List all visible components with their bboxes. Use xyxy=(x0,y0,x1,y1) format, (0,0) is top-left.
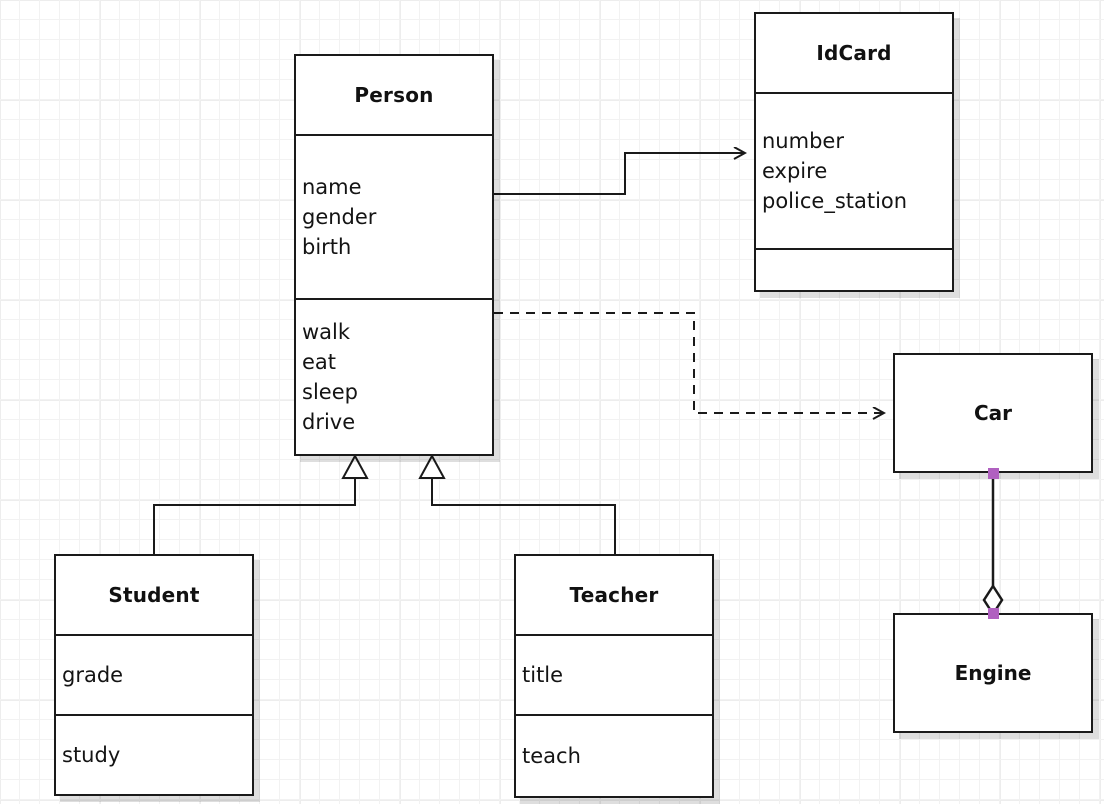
uml-class-idcard[interactable]: IdCard number expire police_station xyxy=(754,12,954,292)
class-name-student: Student xyxy=(108,583,200,607)
attribute-item: birth xyxy=(302,235,352,259)
operation-item: eat xyxy=(302,350,337,374)
attribute-item: title xyxy=(522,663,564,687)
attribute-item: police_station xyxy=(762,189,908,213)
operations-teacher: teach xyxy=(516,714,712,796)
edge-car-engine[interactable] xyxy=(982,473,1004,617)
class-name-engine: Engine xyxy=(954,661,1032,685)
attribute-item: expire xyxy=(762,159,828,183)
edge-teacher-person[interactable] xyxy=(418,453,616,554)
operations-idcard xyxy=(756,248,952,290)
class-name-person: Person xyxy=(354,83,434,107)
attribute-item: number xyxy=(762,129,844,153)
attribute-item: grade xyxy=(62,663,124,687)
attributes-idcard: number expire police_station xyxy=(756,92,952,248)
operation-item: teach xyxy=(522,744,581,768)
uml-class-teacher[interactable]: Teacher title teach xyxy=(514,554,714,798)
operation-item: walk xyxy=(302,320,351,344)
edge-person-idcard[interactable] xyxy=(494,153,745,195)
attribute-item: gender xyxy=(302,205,377,229)
attributes-teacher: title xyxy=(516,634,712,714)
uml-class-person[interactable]: Person name gender birth walk eat sleep … xyxy=(294,54,494,456)
operation-item: drive xyxy=(302,410,356,434)
attribute-item: name xyxy=(302,175,362,199)
operations-person: walk eat sleep drive xyxy=(296,298,492,454)
connection-handle-car[interactable] xyxy=(988,468,999,479)
attributes-student: grade xyxy=(56,634,252,714)
class-name-car: Car xyxy=(973,401,1013,425)
uml-class-student[interactable]: Student grade study xyxy=(54,554,254,796)
class-name-idcard: IdCard xyxy=(816,41,892,65)
operation-item: study xyxy=(62,743,121,767)
edge-person-car[interactable] xyxy=(494,312,884,413)
edge-student-person[interactable] xyxy=(153,453,369,554)
uml-class-car[interactable]: Car xyxy=(893,353,1093,473)
operation-item: sleep xyxy=(302,380,358,404)
class-name-teacher: Teacher xyxy=(569,583,659,607)
operations-student: study xyxy=(56,714,252,794)
uml-class-engine[interactable]: Engine xyxy=(893,613,1093,733)
connection-handle-engine[interactable] xyxy=(988,608,999,619)
attributes-person: name gender birth xyxy=(296,134,492,298)
